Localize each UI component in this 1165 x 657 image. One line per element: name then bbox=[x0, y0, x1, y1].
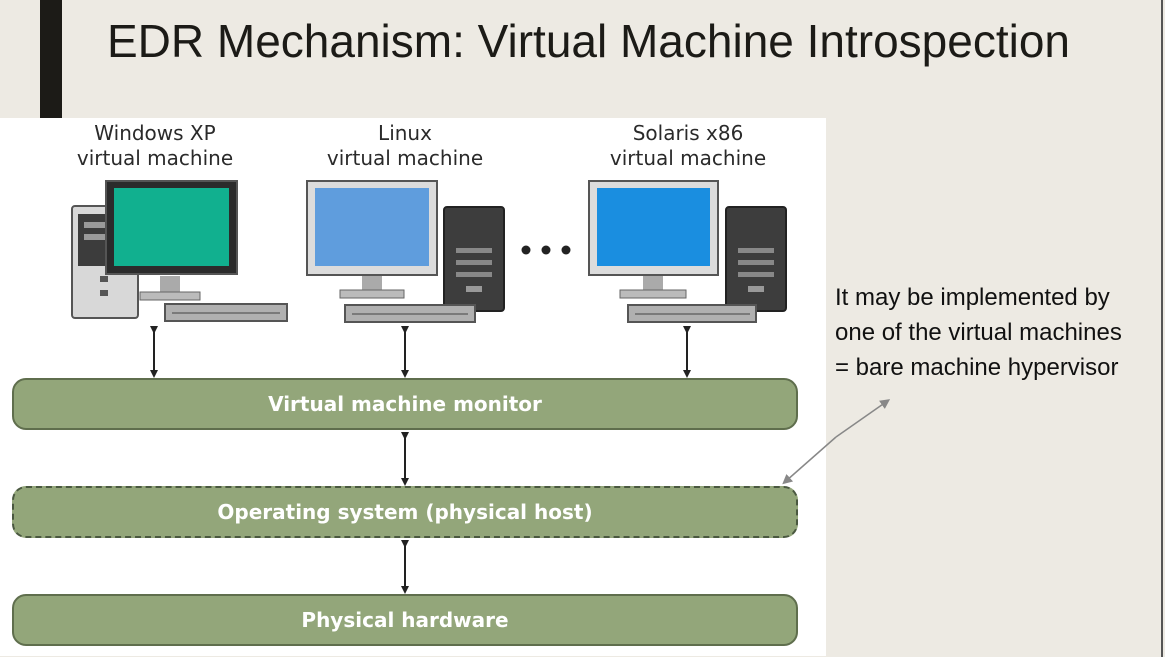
windows-xp-computer-icon bbox=[71, 180, 288, 322]
solaris-computer-icon bbox=[588, 180, 787, 323]
layer-physical-hardware: Physical hardware bbox=[12, 594, 798, 646]
layer-operating-system: Operating system (physical host) bbox=[12, 486, 798, 538]
annotation-text: It may be implemented by one of the virt… bbox=[835, 280, 1165, 385]
computers-illustration bbox=[71, 180, 787, 594]
annotation-line: It may be implemented by bbox=[835, 284, 1110, 311]
annotation-line: one of the virtual machines bbox=[835, 319, 1122, 346]
slide-edge-divider bbox=[1161, 0, 1163, 657]
slide-title: EDR Mechanism: Virtual Machine Introspec… bbox=[107, 15, 1071, 67]
annotation-line: = bare machine hypervisor bbox=[835, 354, 1119, 381]
ellipsis-icon bbox=[521, 245, 571, 255]
vm-label-windows-xp: Windows XP virtual machine bbox=[76, 121, 234, 170]
vm-label-linux: Linux virtual machine bbox=[326, 121, 484, 170]
vm-architecture-figure: Windows XP virtual machine Linux virtual… bbox=[0, 118, 826, 656]
linux-computer-icon bbox=[306, 180, 505, 323]
layer-virtual-machine-monitor: Virtual machine monitor bbox=[12, 378, 798, 430]
vm-label-solaris: Solaris x86 virtual machine bbox=[609, 121, 767, 170]
title-accent-bar bbox=[40, 0, 62, 118]
